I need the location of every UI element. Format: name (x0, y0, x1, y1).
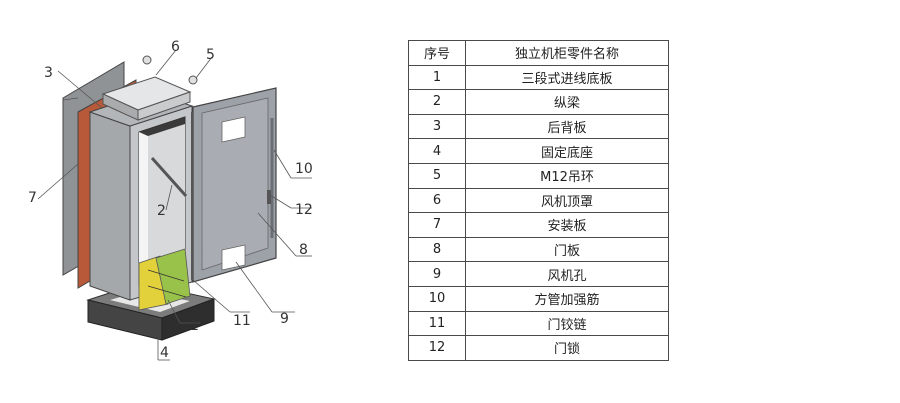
cabinet-light-slot (139, 132, 148, 286)
row-part-name: 风机孔 (465, 261, 669, 287)
eye-bolt-icon (142, 55, 152, 65)
row-part-name: 门板 (465, 236, 669, 263)
cabinet-exploded-diagram: 3 6 5 7 2 10 12 8 9 11 1 4 (28, 39, 313, 361)
row-part-name: 方管加强筋 (465, 285, 669, 312)
callout-11: 11 (233, 313, 251, 329)
callout-1: 1 (190, 318, 199, 334)
door-lock (267, 190, 271, 204)
row-index: 9 (408, 261, 466, 287)
cabinet-side (89, 111, 131, 301)
row-part-name: M12吊环 (465, 162, 669, 189)
row-index: 4 (408, 138, 466, 164)
callout-7: 7 (28, 190, 37, 206)
header-index: 序号 (408, 40, 466, 66)
row-index: 3 (408, 113, 466, 140)
row-part-name: 风机顶罩 (465, 187, 669, 214)
gland-plate-green (155, 248, 191, 305)
row-index: 6 (408, 187, 466, 214)
row-part-name: 门锁 (465, 335, 669, 361)
row-index: 1 (408, 64, 466, 91)
callout-2: 2 (157, 203, 166, 219)
callout-3: 3 (44, 65, 53, 81)
callout-4: 4 (160, 345, 169, 361)
row-part-name: 后背板 (465, 113, 669, 140)
fan-hole-top (221, 116, 246, 143)
callout-8: 8 (299, 242, 308, 258)
callout-9: 9 (280, 311, 289, 327)
fan-hole-bottom (221, 244, 246, 271)
row-index: 7 (408, 212, 466, 238)
fan-cover-right (137, 91, 191, 121)
callout-10: 10 (295, 161, 313, 177)
row-index: 12 (408, 335, 466, 361)
door-inner (201, 97, 269, 271)
base-right (161, 298, 215, 341)
row-index: 11 (408, 310, 466, 337)
callout-12: 12 (295, 202, 313, 218)
row-index: 5 (408, 162, 466, 189)
row-index: 2 (408, 89, 466, 115)
callout-6: 6 (171, 39, 180, 55)
header-part-name: 独立机柜零件名称 (465, 40, 669, 66)
eye-bolt-icon (188, 75, 198, 85)
vertical-beam (150, 156, 188, 198)
row-part-name: 安装板 (465, 212, 669, 238)
table-header-row: 序号 独立机柜零件名称 (408, 40, 669, 66)
row-part-name: 门铰链 (465, 310, 669, 337)
row-index: 10 (408, 285, 466, 312)
row-index: 8 (408, 236, 466, 263)
row-part-name: 固定底座 (465, 138, 669, 164)
row-part-name: 纵梁 (465, 89, 669, 115)
row-part-name: 三段式进线底板 (465, 64, 669, 91)
callout-5: 5 (206, 47, 215, 63)
